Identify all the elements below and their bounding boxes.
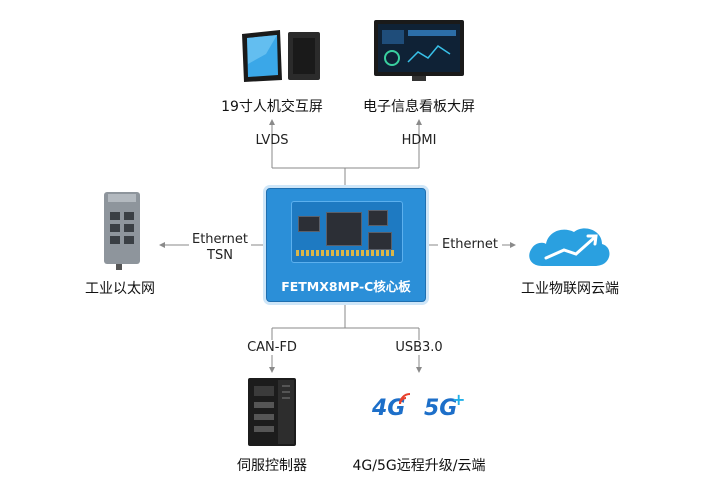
signal-arcs-icon bbox=[398, 392, 414, 406]
switch-label: 工业以太网 bbox=[85, 278, 155, 298]
pmic-chip bbox=[368, 210, 388, 226]
tsn-label: TSN bbox=[192, 248, 248, 264]
emmc-chip bbox=[368, 232, 392, 250]
ethernet-cloud-label: Ethernet bbox=[438, 237, 502, 252]
servo-label: 伺服控制器 bbox=[237, 455, 307, 475]
signage-label: 电子信息看板大屏 bbox=[363, 96, 475, 116]
cellular-label: 4G/5G远程升级/云端 bbox=[353, 455, 486, 475]
industrial-switch-icon bbox=[100, 190, 144, 270]
cellular-4g-5g-icon: 4G 5G + bbox=[372, 392, 472, 426]
can-fd-label: CAN-FD bbox=[243, 340, 301, 355]
servo-drive-icon bbox=[244, 376, 300, 448]
lvds-label: LVDS bbox=[256, 133, 289, 148]
ethernet-tsn-label: Ethernet TSN bbox=[189, 232, 251, 264]
touch-screen-label: 19寸人机交互屏 bbox=[221, 96, 323, 116]
core-board: FETMX8MP-C核心板 bbox=[266, 188, 426, 302]
cloud-label: 工业物联网云端 bbox=[521, 278, 619, 298]
ethernet-label: Ethernet bbox=[192, 232, 248, 248]
board-pcb bbox=[291, 201, 403, 263]
badge-5g-plus: + bbox=[452, 390, 465, 409]
signage-display-icon bbox=[372, 18, 466, 82]
board-connector bbox=[296, 250, 396, 256]
usb-label: USB3.0 bbox=[391, 340, 446, 355]
hdmi-label: HDMI bbox=[402, 133, 437, 148]
cloud-icon bbox=[524, 220, 612, 270]
touch-monitor-icon bbox=[236, 24, 326, 86]
core-board-title: FETMX8MP-C核心板 bbox=[267, 276, 425, 295]
memory-chip bbox=[298, 216, 320, 232]
soc-chip bbox=[326, 212, 362, 246]
